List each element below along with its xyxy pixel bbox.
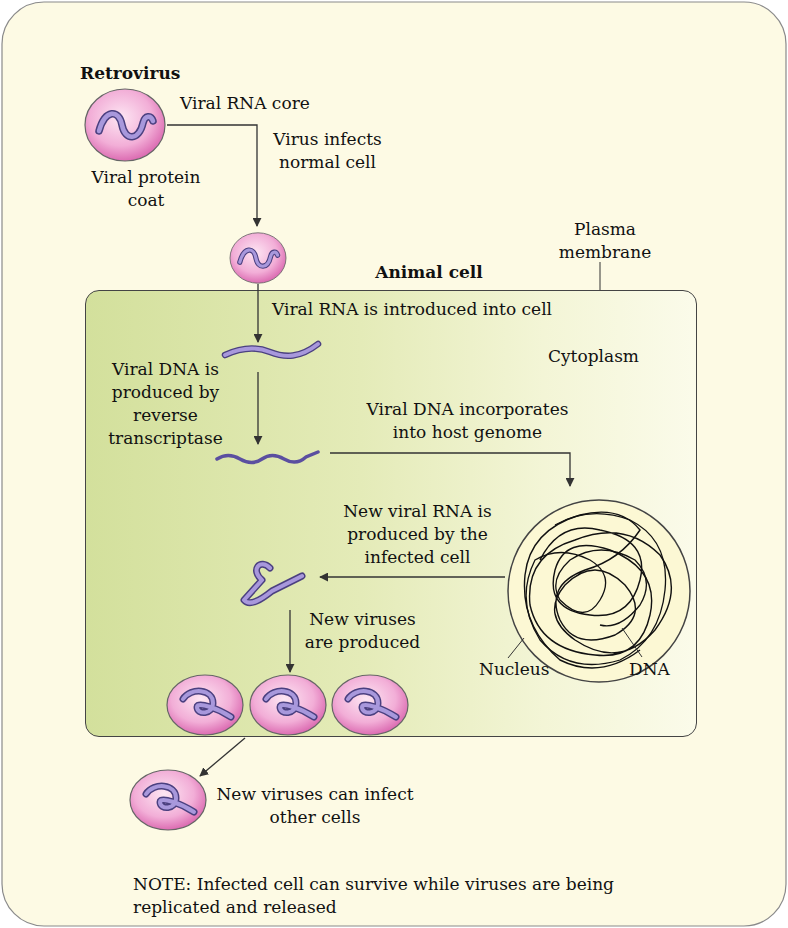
part-label: Viral RNA core [180,92,350,115]
dna-tangle [524,512,671,668]
nucleus-outline [507,499,691,683]
released-virus [130,770,206,830]
flow-arrow [320,576,505,577]
new-virus [250,675,326,735]
part-label: Viral protein coat [78,166,214,212]
dna-tangle [526,514,665,665]
new-virus [167,675,243,735]
leader-line [508,638,524,658]
cell-heading: Animal cell [364,261,494,284]
cell-box: Animal cellNucleusDNA [85,290,697,737]
flow-arrow [200,738,245,776]
step-label: Virus infects normal cell [255,128,400,174]
viral-rna-strand [225,344,318,356]
part-label: Plasma membrane [545,218,665,264]
new-rna-strand [244,564,302,602]
note-text: NOTE: Infected cell can survive while vi… [133,873,683,919]
new-virus [332,675,408,735]
viral-dna-strand [217,452,318,463]
leader-line [600,262,601,290]
flow-arrow [330,453,570,486]
nucleus-circle-shape [508,500,690,682]
step-label: New viruses can infect other cells [210,783,420,829]
part-label: DNA [629,658,689,681]
figure-heading: Retrovirus [80,62,210,85]
part-label: Nucleus [479,658,569,681]
flow-arrow [257,284,258,342]
nucleus-circle: NucleusDNA [507,499,691,683]
flow-arrow [257,372,258,444]
retrovirus-particle [85,89,165,161]
flow-arrow [167,125,257,226]
viral-rna-strand [225,344,318,356]
flow-arrow [289,610,290,672]
entering-virus [230,233,286,283]
leader-line [622,628,642,657]
new-rna-strand [244,564,302,602]
